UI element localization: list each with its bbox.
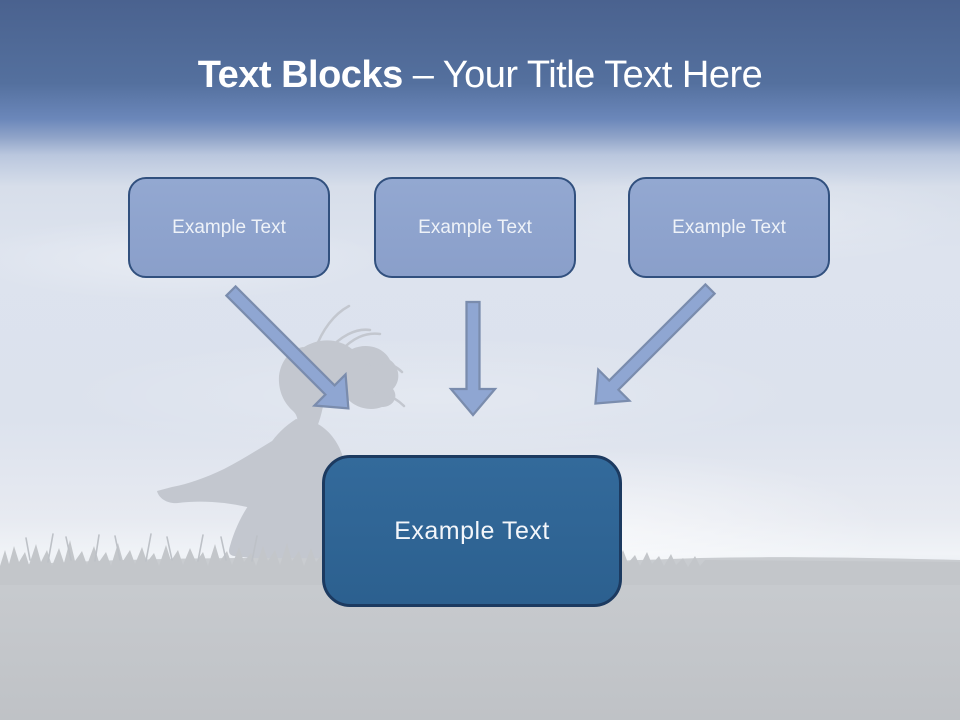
text-block-1: Example Text (128, 177, 330, 278)
text-block-2: Example Text (374, 177, 576, 278)
arrow-down-left-icon (594, 282, 717, 405)
title-regular-part: – Your Title Text Here (402, 54, 763, 96)
text-block-center: Example Text (322, 455, 622, 607)
text-block-3: Example Text (628, 177, 830, 278)
title-bold-part: Text Blocks (197, 54, 403, 96)
ground-hill (0, 557, 960, 720)
grass-blades (25, 533, 258, 563)
arrow-down-right-icon (224, 284, 350, 410)
text-block-1-label: Example Text (172, 216, 286, 238)
text-block-center-label: Example Text (394, 516, 550, 545)
text-block-2-label: Example Text (418, 216, 532, 238)
page-title: Text Blocks – Your Title Text Here (0, 50, 960, 100)
hair-strands (313, 304, 406, 408)
text-block-3-label: Example Text (672, 216, 786, 238)
arrow-down-icon (448, 300, 498, 417)
